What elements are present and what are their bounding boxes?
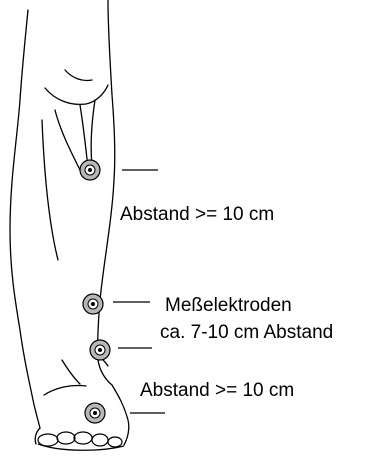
upper-distance-label: Abstand >= 10 cm	[120, 205, 274, 224]
toe-4	[92, 434, 108, 446]
electrode-2	[83, 294, 103, 314]
leg-outline	[10, 0, 129, 445]
toe-1	[38, 434, 58, 446]
lower-distance-label: Abstand >= 10 cm	[140, 381, 294, 400]
electrode-4	[85, 403, 105, 423]
electrode-1	[80, 160, 100, 180]
toe-5	[108, 437, 122, 447]
toes	[38, 432, 124, 450]
toe-3	[74, 432, 92, 444]
measuring-electrodes-label: Meßelektroden	[165, 296, 292, 315]
toe-2	[57, 432, 75, 444]
measuring-distance-label: ca. 7-10 cm Abstand	[160, 323, 333, 342]
electrode-3	[90, 340, 110, 360]
